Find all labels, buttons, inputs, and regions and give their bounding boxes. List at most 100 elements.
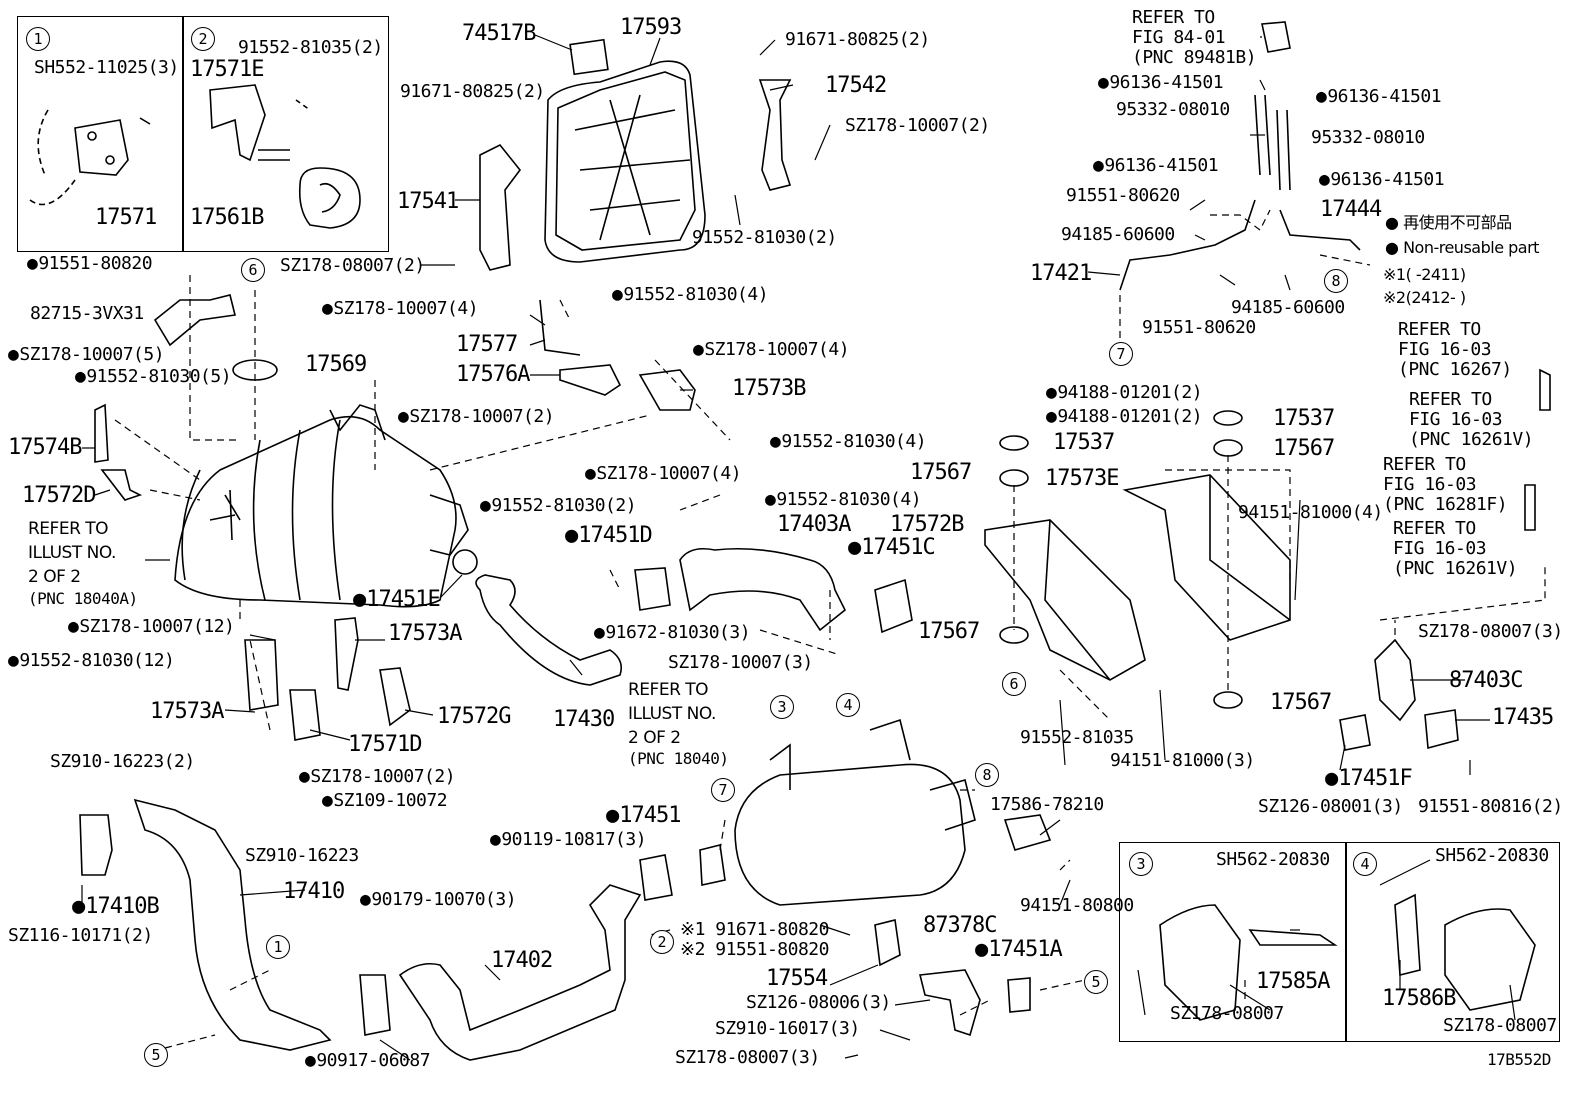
legend-nonreusable-jp: ● 再使用不可部品	[1385, 213, 1512, 233]
part-87378C: 87378C	[923, 913, 997, 938]
inset3-bolt-label: SH562-20830	[1216, 849, 1330, 870]
inset-box-3	[1119, 842, 1347, 1042]
refer-fig16-d-2: FIG 16-03	[1393, 538, 1487, 559]
refer-fig16-b-3: (PNC 16261V)	[1409, 429, 1534, 450]
part-SZ116-10171-2: SZ116-10171(2)	[8, 925, 153, 946]
part-17421: 17421	[1030, 261, 1092, 286]
part-96136-41501-c: 96136-41501	[1093, 156, 1218, 176]
part-17573A-b: 17573A	[150, 699, 224, 724]
refer-fig16-b-1: REFER TO	[1409, 389, 1492, 410]
part-17567-c: 17567	[918, 619, 980, 644]
part-91671-80825-a: 91671-80825(2)	[785, 29, 930, 50]
part-91551-80820-b: ※2 91551-80820	[680, 939, 829, 960]
part-90917-06087: 90917-06087	[305, 1051, 430, 1071]
part-91672-81030-3: 91672-81030(3)	[594, 623, 750, 643]
bracket-17586-drawing	[1003, 814, 1052, 851]
part-17572B: 17572B	[890, 512, 964, 537]
part-17451E: 17451E	[353, 588, 440, 612]
callout-2: 2	[191, 27, 215, 51]
part-17430: 17430	[553, 707, 615, 732]
callout-7: 7	[711, 778, 735, 802]
bracket-17542-drawing	[758, 79, 792, 191]
part-17577: 17577	[456, 332, 518, 357]
bracket-17572B-drawing	[984, 519, 1146, 681]
part-SZ178-08007-3a: SZ178-08007(3)	[1418, 621, 1563, 642]
bracket-87403C-drawing	[1374, 638, 1416, 722]
part-SZ910-16223: SZ910-16223	[245, 845, 359, 866]
gasket-17451-drawing	[639, 854, 673, 901]
part-17593: 17593	[620, 15, 682, 40]
inset4-shield-drawing	[1444, 908, 1536, 1011]
part-82715-3VX31: 82715-3VX31	[30, 303, 144, 324]
part-94185-60600-b: 94185-60600	[1231, 297, 1345, 318]
refer-fig16-a-1: REFER TO	[1398, 319, 1481, 340]
bracket-17574B-drawing	[94, 403, 109, 463]
part-SZ910-16223-2: SZ910-16223(2)	[50, 751, 195, 772]
part-96136-41501-b: 96136-41501	[1316, 87, 1441, 107]
part-SZ178-10007-2b: SZ178-10007(2)	[398, 407, 554, 427]
part-SZ178-10007-2c: SZ178-10007(2)	[299, 767, 455, 787]
legend-dot-icon: ●	[1385, 213, 1399, 232]
refer-fig16-b-2: FIG 16-03	[1409, 409, 1503, 430]
refer-fig16-a-2: FIG 16-03	[1398, 339, 1492, 360]
part-90119-10817-3: 90119-10817(3)	[490, 830, 646, 850]
refer-fig16-c-2: FIG 16-03	[1383, 474, 1477, 495]
part-SZ178-08007-2: SZ178-08007(2)	[280, 255, 425, 276]
bracket-17571-drawing	[74, 119, 129, 176]
bracket-17573E-drawing	[1122, 474, 1291, 641]
inset4-bracket-drawing	[1394, 893, 1421, 977]
part-SZ178-10007-12: SZ178-10007(12)	[68, 617, 235, 637]
skid-plate-17593-drawing	[544, 60, 706, 263]
bracket-17573A-b-drawing	[244, 639, 279, 711]
bracket-17571D-drawing	[289, 689, 321, 741]
part-17567-d: 17567	[1270, 690, 1332, 715]
part-17402: 17402	[491, 948, 553, 973]
inset4-bolt-label: SH562-20830	[1435, 845, 1549, 866]
part-94151-81000-3: 94151-81000(3)	[1110, 750, 1255, 771]
refer-fig16-a-3: (PNC 16267)	[1398, 359, 1512, 380]
part-91551-80816-2: 91551-80816(2)	[1418, 796, 1563, 817]
part-SZ126-08006-3: SZ126-08006(3)	[746, 992, 891, 1013]
part-17541: 17541	[397, 189, 459, 214]
part-SZ109-10072: SZ109-10072	[322, 791, 447, 811]
part-90179-10070-3: 90179-10070(3)	[360, 890, 516, 910]
refer-fig16-c-1: REFER TO	[1383, 454, 1466, 475]
mount-17561B-drawing	[298, 167, 361, 229]
part-91551-80820: 91551-80820	[27, 254, 152, 274]
part-17451: 17451	[606, 804, 681, 828]
legend-range1: ※1( -2411)	[1383, 265, 1466, 284]
refer-illust-b-2: ILLUST NO.	[628, 704, 716, 724]
pipe-17430-drawing	[475, 574, 623, 686]
part-SZ178-10007-4a: SZ178-10007(4)	[322, 299, 478, 319]
part-74517B: 74517B	[462, 21, 536, 46]
callout-3: 3	[770, 695, 794, 719]
part-17451D: 17451D	[565, 524, 652, 548]
sensor-drawing	[1261, 21, 1291, 53]
part-SZ178-10007-3: SZ178-10007(3)	[668, 652, 813, 673]
part-17554: 17554	[766, 966, 828, 991]
refer-illust-b-4: (PNC 18040)	[628, 749, 729, 768]
gasket-17451C-drawing	[874, 578, 913, 634]
inset3-shield-drawing	[1159, 904, 1241, 1021]
part-17410: 17410	[283, 879, 345, 904]
part-17410B: 17410B	[72, 895, 159, 919]
part-94151-80800: 94151-80800	[1020, 895, 1134, 916]
refer-fig16-d-1: REFER TO	[1393, 518, 1476, 539]
part-SZ178-10007-5: SZ178-10007(5)	[8, 345, 164, 365]
callout-1: 1	[26, 27, 50, 51]
refer-illust-b-3: 2 OF 2	[628, 728, 681, 748]
inset2-bolt-label: 91552-81035(2)	[238, 37, 383, 58]
part-91552-81030-2b: 91552-81030(2)	[480, 496, 636, 516]
part-91551-80620-a: 91551-80620	[1066, 185, 1180, 206]
callout-8: 8	[975, 763, 999, 787]
part-17435: 17435	[1492, 705, 1554, 730]
part-17537-b: 17537	[1053, 430, 1115, 455]
part-95332-08010-a: 95332-08010	[1116, 99, 1230, 120]
part-91552-81030-4c: 91552-81030(4)	[765, 490, 921, 510]
part-17451C: 17451C	[848, 536, 935, 560]
bracket-17435-drawing	[1424, 709, 1459, 750]
part-SZ178-10007-4b: SZ178-10007(4)	[693, 340, 849, 360]
part-91551-80620-b: 91551-80620	[1142, 317, 1256, 338]
callout-8b: 8	[1324, 269, 1348, 293]
part-17574B: 17574B	[8, 435, 82, 460]
